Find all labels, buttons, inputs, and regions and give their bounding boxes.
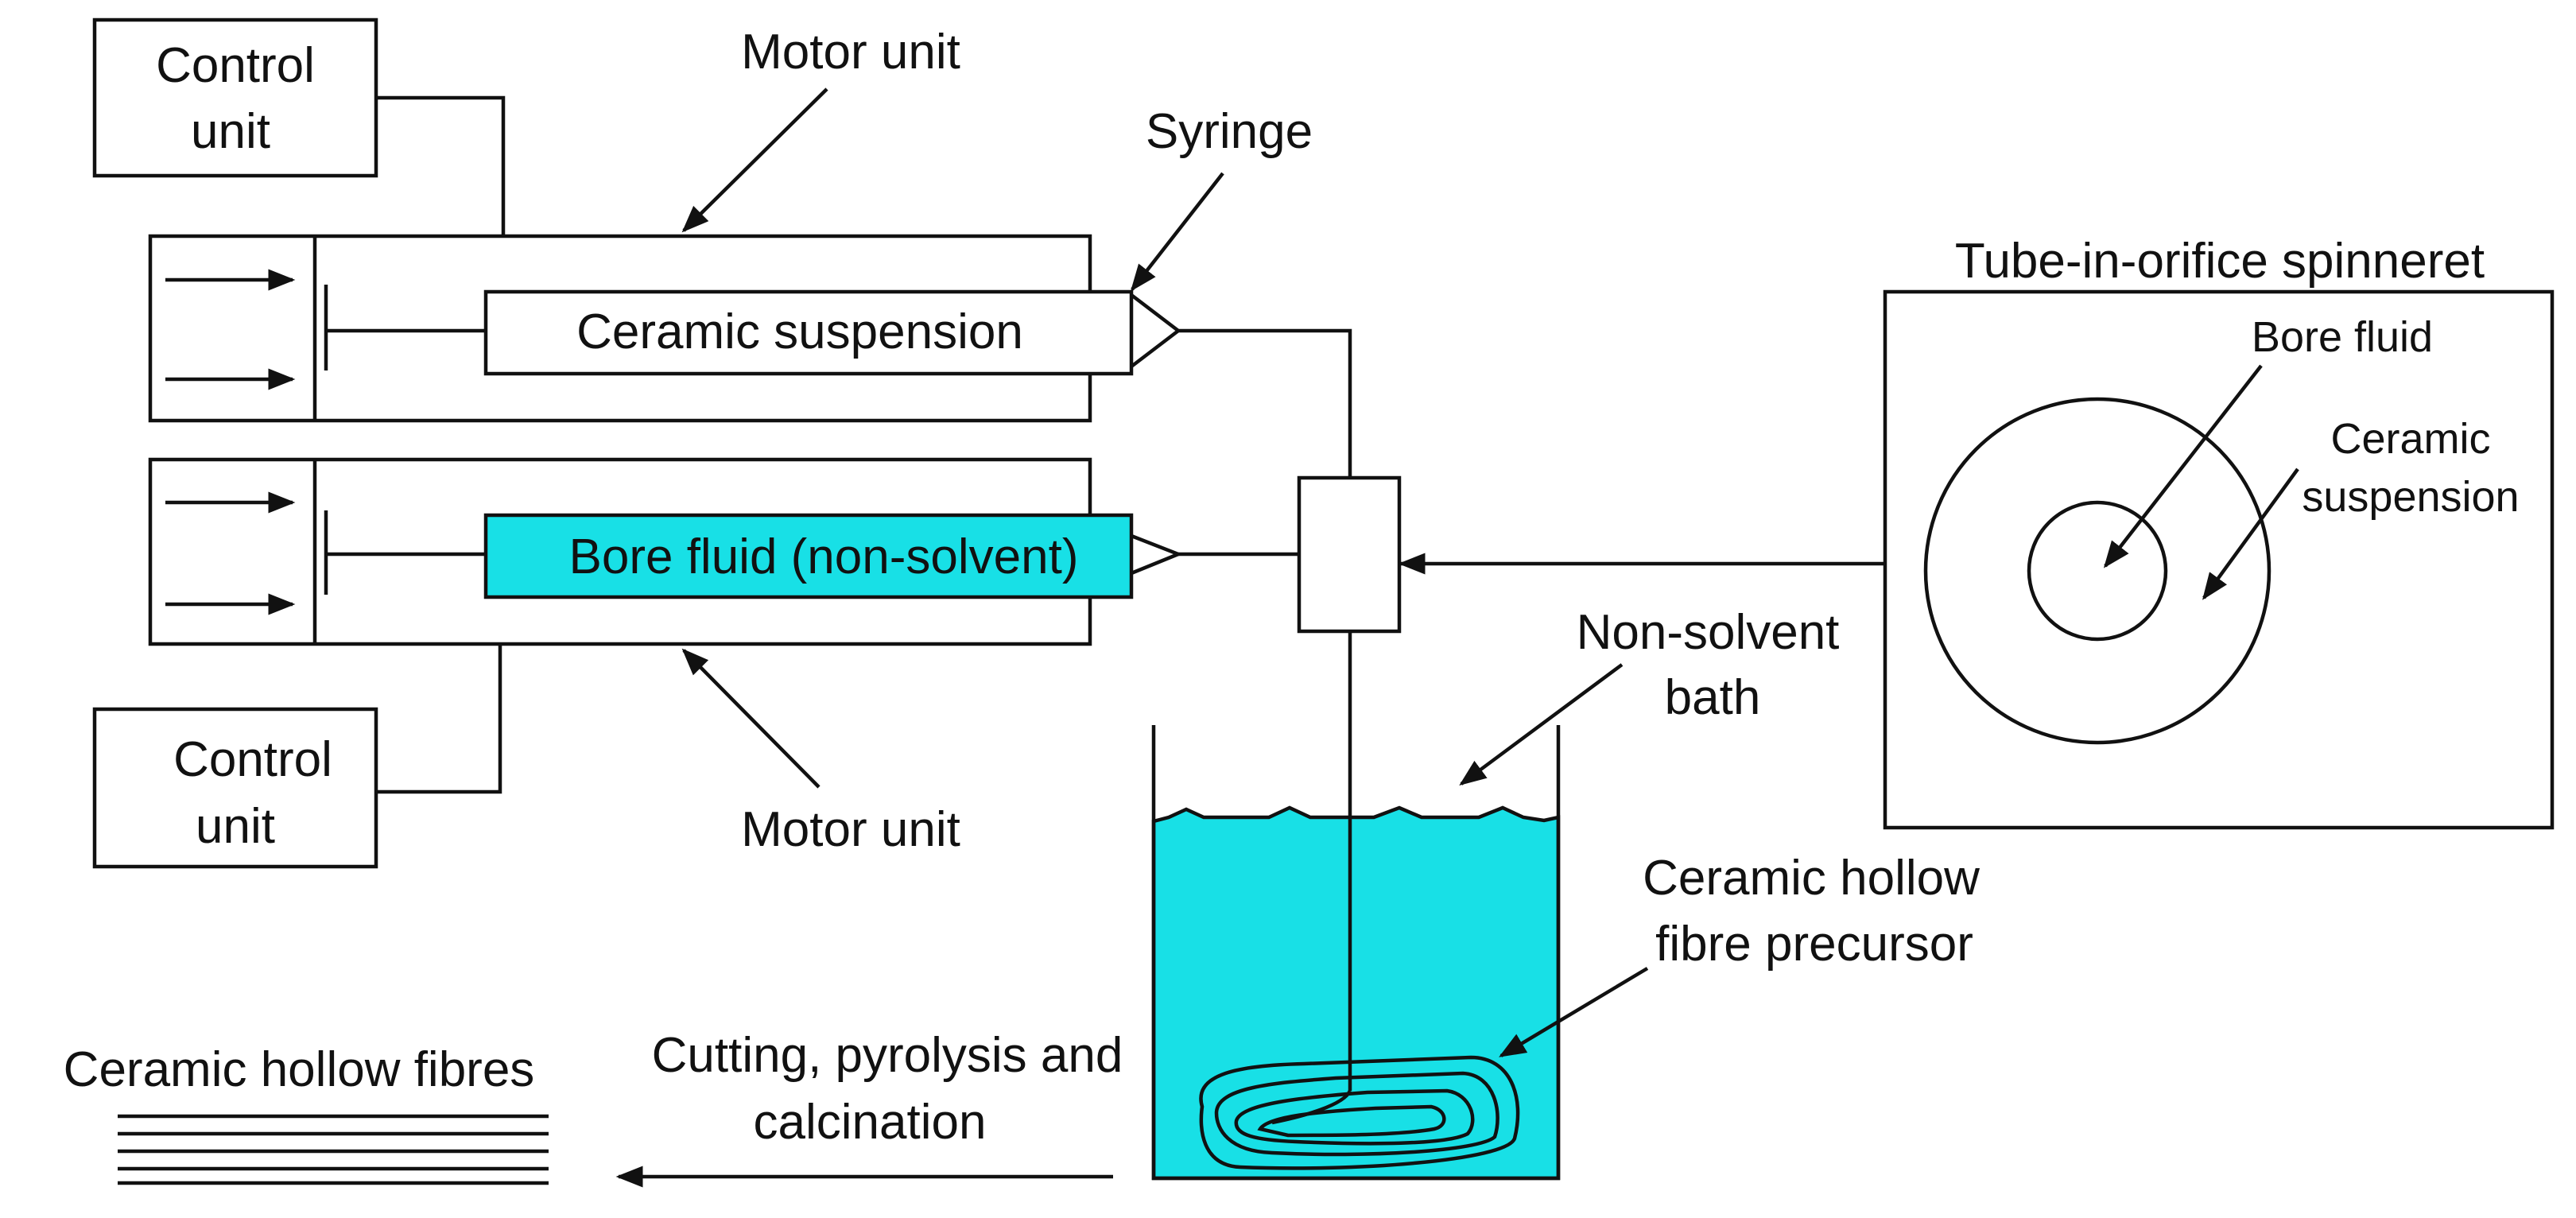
control-unit-top: Control unit — [92, 17, 378, 178]
processing-label-line2: calcination — [754, 1095, 987, 1150]
hollow-fibres-label: Ceramic hollow fibres — [64, 1042, 535, 1097]
syringe-ceramic-suspension: Ceramic suspension — [483, 289, 1181, 376]
precursor-label-line1: Ceramic hollow — [1643, 851, 1980, 906]
bath-label-line2: bath — [1665, 670, 1761, 725]
motor-unit-bottom-pointer — [681, 648, 821, 789]
control-unit-bottom-label-line1: Control — [173, 732, 332, 787]
control-wire-bottom — [376, 644, 502, 794]
syringe-nozzle-top — [1130, 293, 1181, 368]
non-solvent-bath — [1151, 631, 1561, 1181]
control-unit-top-label-line2: unit — [191, 104, 270, 159]
syringe-label: Syringe — [1146, 104, 1313, 159]
spinneret-bore-fluid-pointer — [2103, 364, 2263, 568]
ceramic-suspension-label: Ceramic suspension — [576, 304, 1023, 359]
control-unit-bottom-label-line2: unit — [196, 799, 275, 854]
precursor-label-line2: fibre precursor — [1655, 917, 1973, 972]
bath-pointer — [1459, 663, 1624, 786]
spinneret-ceramic-label-line1: Ceramic — [2330, 415, 2490, 463]
spinneret-ceramic-label-line2: suspension — [2302, 473, 2519, 521]
hollow-fibres-bundle — [118, 1114, 549, 1185]
inner-tube — [2027, 500, 2168, 642]
motor-unit-top-label: Motor unit — [741, 25, 960, 80]
syringe-pointer — [1130, 172, 1224, 292]
motor-unit-top-pointer — [681, 87, 828, 233]
syringe-nozzle-bottom — [1131, 533, 1184, 576]
bath-label-line1: Non-solvent — [1577, 605, 1840, 660]
feed-line-suspension — [1178, 328, 1352, 478]
bore-fluid-syringe-label: Bore fluid (non-solvent) — [569, 529, 1079, 584]
spinneret-title: Tube-in-orifice spinneret — [1955, 234, 2485, 289]
syringe-bore-fluid: Bore fluid (non-solvent) — [483, 513, 1184, 599]
precursor-pointer — [1499, 967, 1649, 1057]
spinneret-bore-fluid-label: Bore fluid — [2252, 313, 2433, 361]
spinneret-cross-section: Bore fluid Ceramic suspension — [1883, 289, 2555, 830]
motor-unit-bottom-label: Motor unit — [741, 802, 960, 857]
control-unit-bottom: Control unit — [92, 707, 378, 869]
control-wire-top — [376, 95, 506, 236]
control-unit-top-label-line1: Control — [156, 38, 315, 93]
spinneret-ceramic-pointer — [2202, 467, 2299, 600]
outer-orifice — [1923, 397, 2271, 745]
spinneret-block — [1297, 475, 1402, 634]
coiled-fibre-precursor — [1199, 1055, 1520, 1170]
processing-label-line1: Cutting, pyrolysis and — [652, 1028, 1123, 1083]
